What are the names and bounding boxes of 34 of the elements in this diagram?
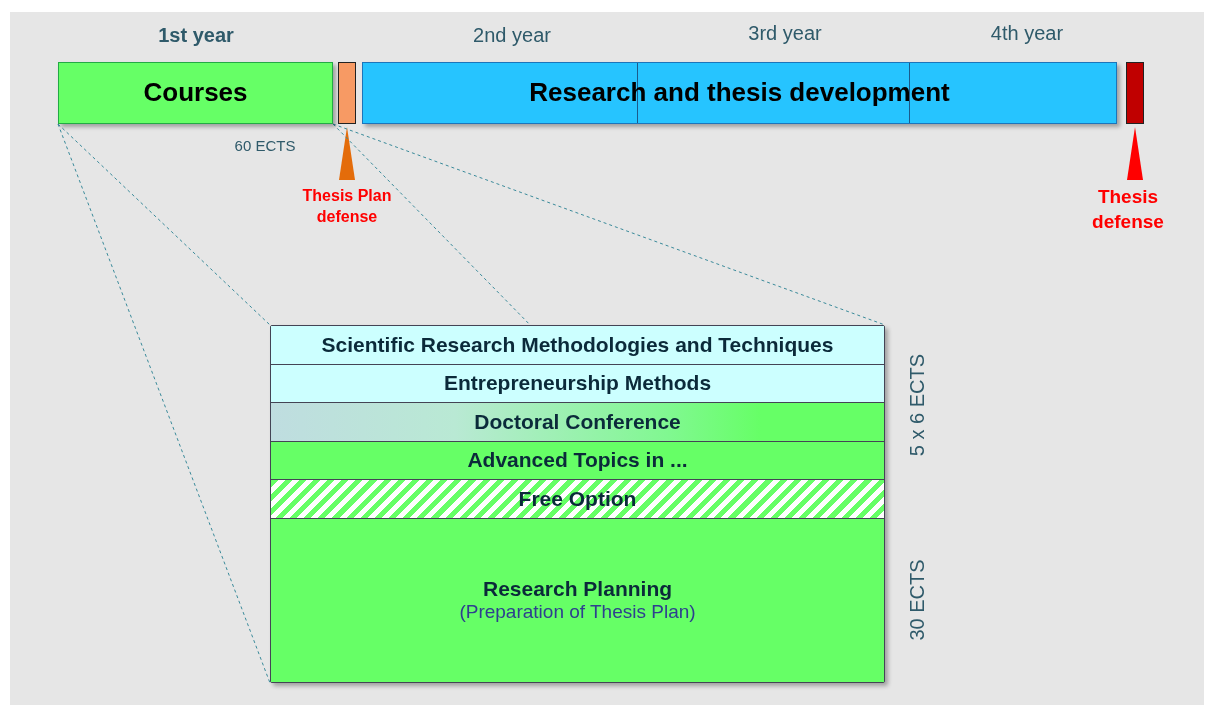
course-row xyxy=(271,326,884,365)
course-row xyxy=(271,403,884,442)
zoom-guide-line xyxy=(332,123,886,326)
course-row xyxy=(271,441,884,480)
timeline-bar xyxy=(58,62,333,124)
milestone-marker xyxy=(1126,62,1144,124)
year-label: 1st year xyxy=(158,24,234,47)
course-title: Scientific Research Methodologies and Techniques xyxy=(321,332,834,357)
milestone-text: Thesis Plan defense xyxy=(301,186,393,227)
milestone-text: Thesis defense xyxy=(1091,185,1165,234)
course-row xyxy=(271,480,884,519)
course-title: Doctoral Conference xyxy=(474,409,681,434)
credit-label: 5 x 6 ECTS xyxy=(905,353,929,457)
course-title: Advanced Topics in ... xyxy=(467,448,688,473)
zoom-guide-line xyxy=(57,123,271,326)
phase-title: Courses xyxy=(143,76,248,110)
course-stack xyxy=(270,325,885,683)
course-title: Entrepreneurship Methods xyxy=(443,371,712,396)
credit-label: 30 ECTS xyxy=(905,559,929,641)
course-row xyxy=(271,518,884,682)
milestone-marker xyxy=(338,62,356,124)
zoom-guide-line xyxy=(332,123,531,326)
timeline-bar xyxy=(362,62,1117,124)
year-label: 4th year xyxy=(990,22,1064,45)
course-row xyxy=(271,364,884,403)
zoom-guide-line xyxy=(57,123,271,684)
pointer-triangle xyxy=(339,127,355,180)
credit-label: 60 ECTS xyxy=(234,137,296,154)
course-subtitle: (Preparation of Thesis Plan) xyxy=(459,601,696,624)
year-label: 2nd year xyxy=(473,24,551,47)
year-label: 3rd year xyxy=(748,22,822,45)
course-title: Research Planning xyxy=(482,577,673,602)
phase-title: Research and thesis development xyxy=(529,76,950,110)
pointer-triangle xyxy=(1127,127,1143,180)
